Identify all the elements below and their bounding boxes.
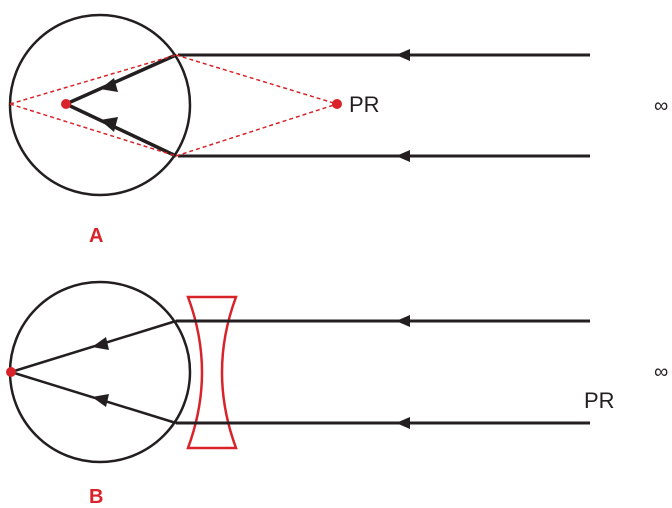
arrowhead-bottom-a	[396, 150, 410, 162]
eye-b	[8, 280, 192, 464]
focus-point-a	[61, 99, 71, 109]
far-point-dot-a	[332, 99, 342, 109]
eye-a	[8, 13, 192, 197]
refracted-arrow-top-a	[100, 78, 118, 92]
refracted-ray-bottom-a	[65, 102, 177, 158]
refracted-arrow-bottom-a	[100, 117, 118, 132]
refracted-ray-top-a	[65, 53, 177, 106]
panel-label-b: B	[89, 486, 103, 508]
far-point-label-b: PR	[584, 388, 615, 413]
panel-a: PR ∞ A	[8, 13, 668, 247]
infinity-symbol-a: ∞	[654, 95, 668, 117]
dotted-construction-lines	[9, 54, 338, 157]
arrowhead-top-b	[396, 315, 410, 327]
panel-label-a: A	[89, 225, 103, 247]
far-point-label-a: PR	[349, 92, 380, 117]
concave-lens	[186, 295, 238, 450]
arrowhead-top-a	[396, 49, 410, 61]
infinity-symbol-b: ∞	[654, 361, 668, 383]
panel-b: ∞ PR B	[6, 280, 668, 508]
refracted-arrow-top-b	[92, 337, 109, 350]
arrowhead-bottom-b	[396, 417, 410, 429]
refracted-arrow-bottom-b	[92, 394, 109, 407]
retina-focus-point-b	[6, 367, 16, 377]
